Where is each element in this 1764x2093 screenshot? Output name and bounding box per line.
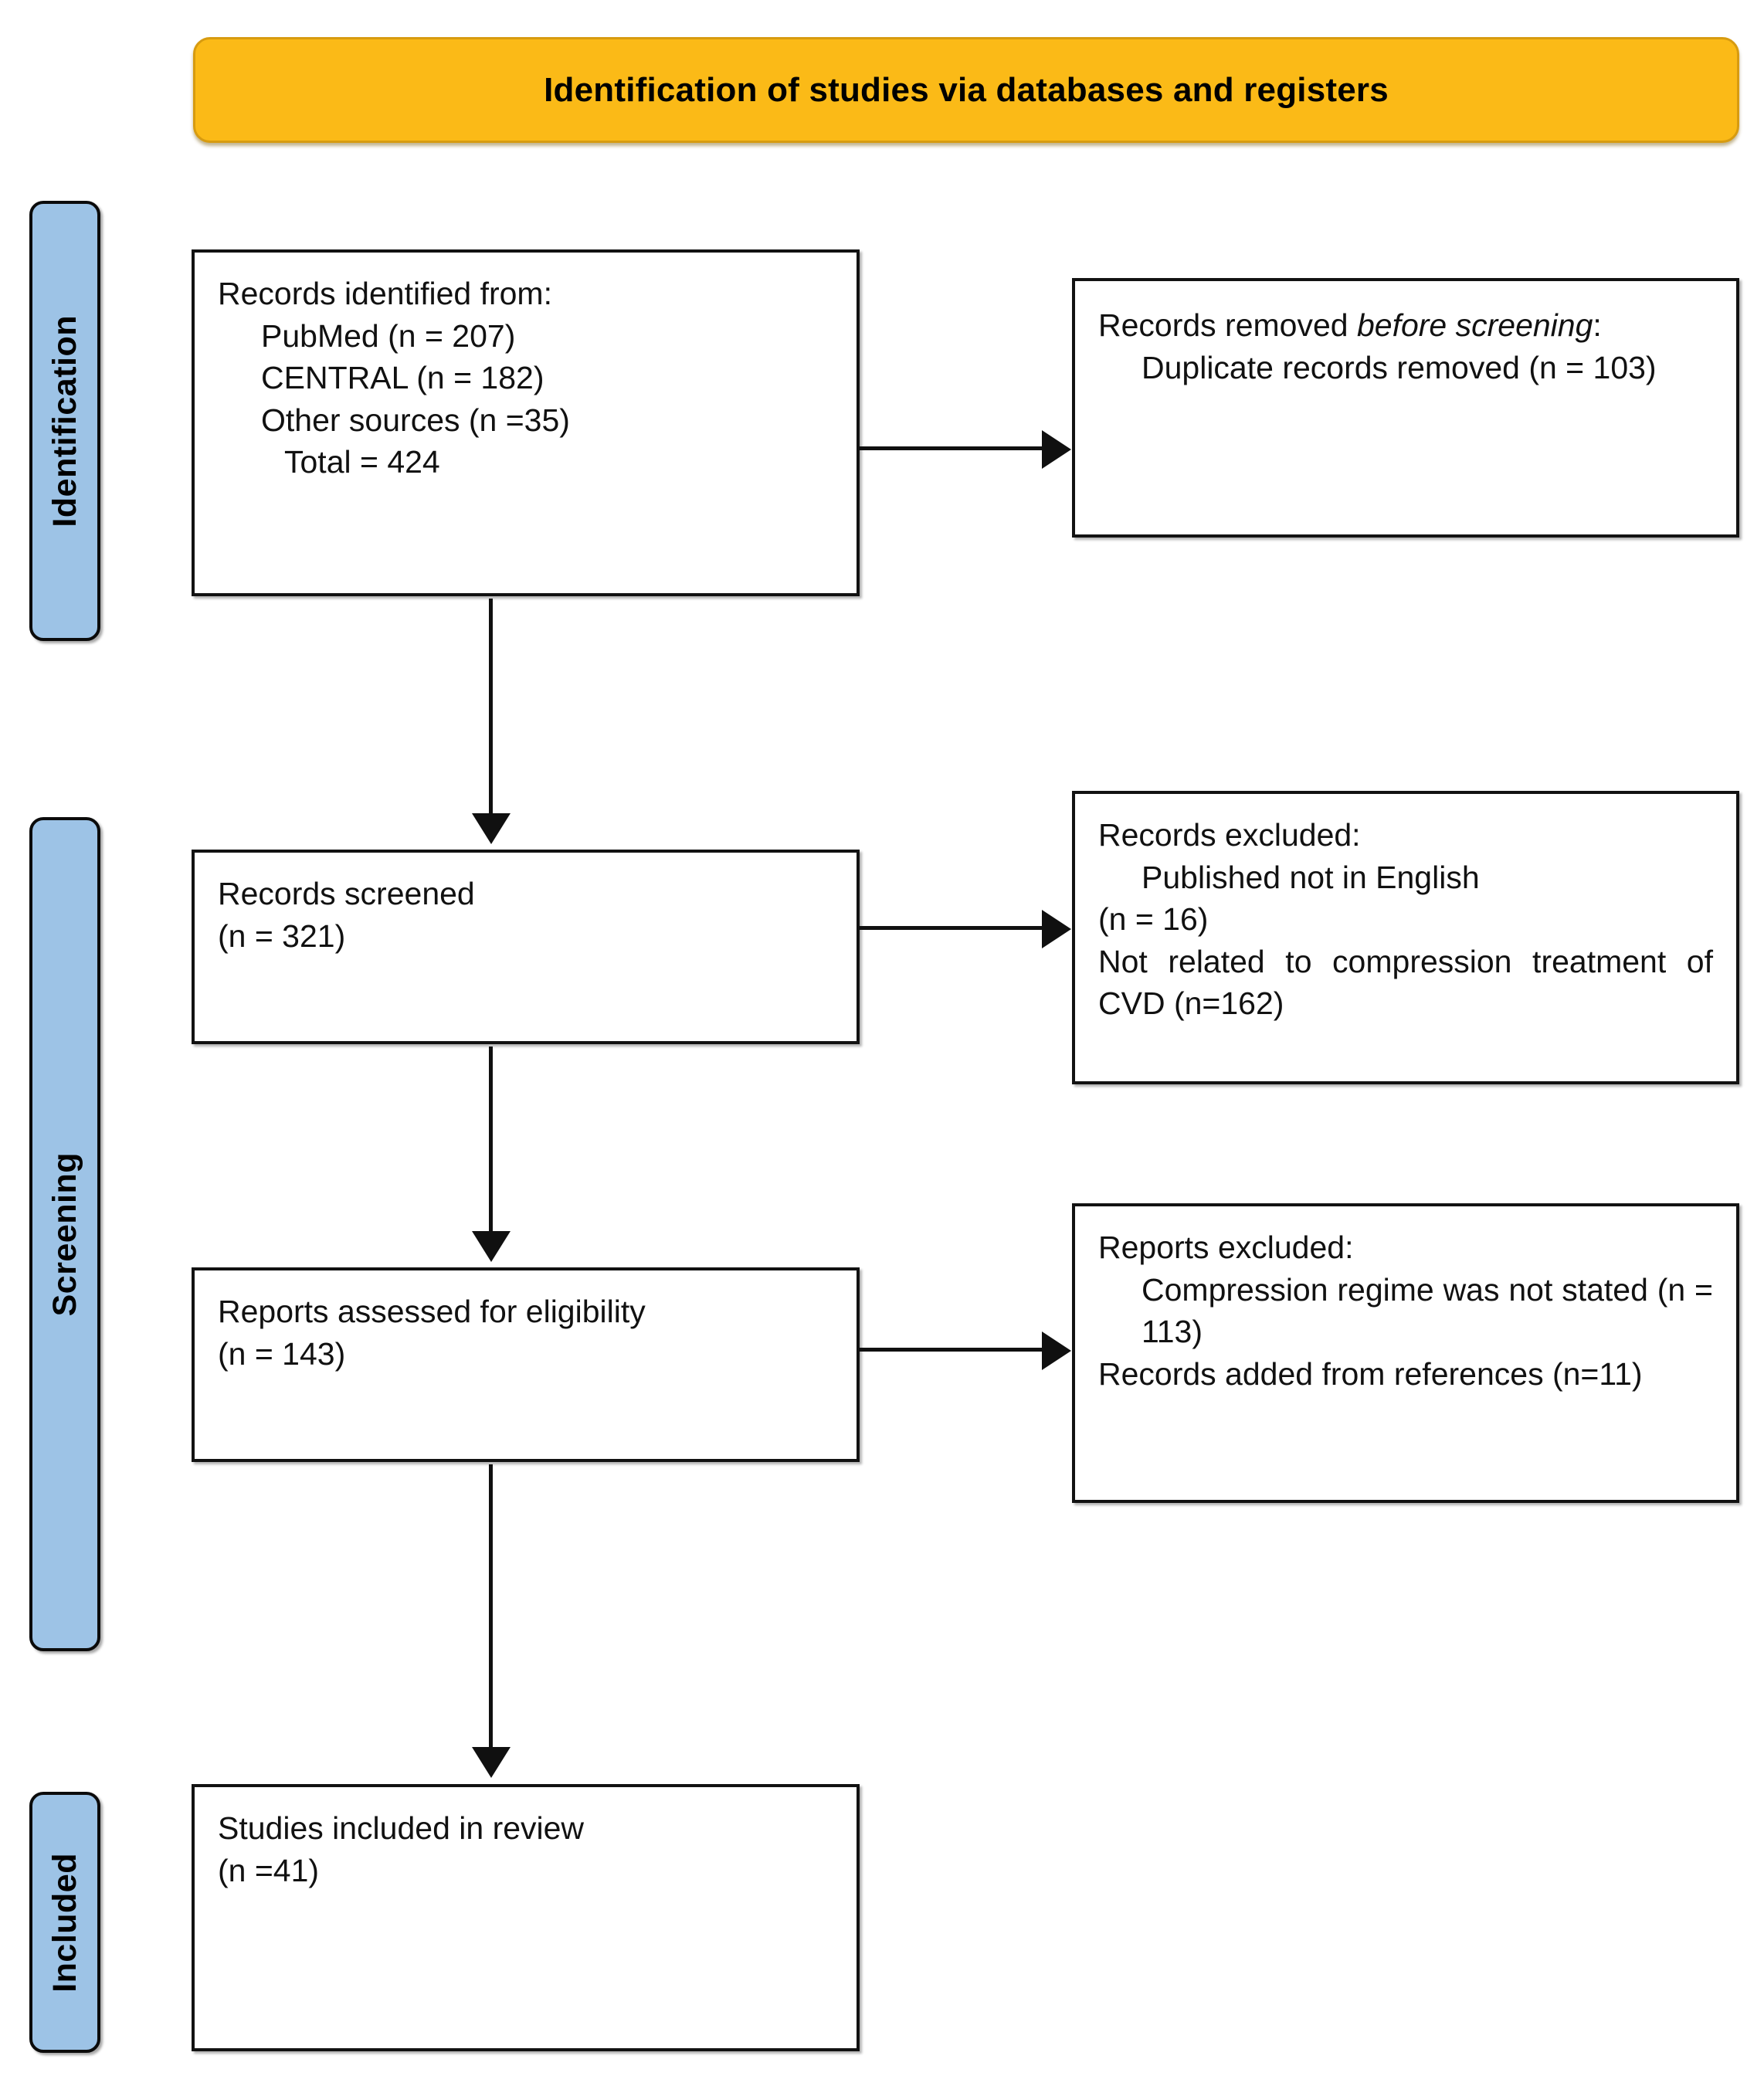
diagram-title: Identification of studies via databases … [544, 70, 1389, 109]
reports-excluded-regime: Compression regime was not stated (n = 1… [1142, 1271, 1713, 1350]
reports-eligibility-title: Reports assessed for eligibility [218, 1294, 646, 1329]
records-identified-other: Other sources (n =35) [261, 402, 570, 438]
reports-eligibility-count: (n = 143) [218, 1335, 346, 1372]
records-identified-central: CENTRAL (n = 182) [261, 360, 544, 396]
records-screened-count: (n = 321) [218, 918, 346, 954]
stage-label-included: Included [29, 1792, 100, 2053]
box-records-screened: Records screened (n = 321) [192, 850, 860, 1044]
records-excluded-english-count: (n = 16) [1098, 901, 1209, 938]
stage-label-screening: Screening [29, 817, 100, 1651]
box-reports-assessed-eligibility: Reports assessed for eligibility (n = 14… [192, 1267, 860, 1462]
reports-excluded-title: Reports excluded: [1098, 1230, 1354, 1265]
reports-excluded-added: Records added from references (n=11) [1098, 1355, 1643, 1392]
stage-label-identification-text: Identification [46, 314, 83, 527]
studies-included-title: Studies included in review [218, 1810, 585, 1846]
studies-included-count: (n =41) [218, 1852, 320, 1888]
box-reports-excluded: Reports excluded: Compression regime was… [1072, 1203, 1739, 1503]
records-excluded-english: Published not in English [1142, 859, 1480, 895]
box-studies-included: Studies included in review (n =41) [192, 1784, 860, 2051]
records-identified-title: Records identified from: [218, 276, 552, 311]
records-excluded-notrelated: Not related to compression treatment of … [1098, 943, 1713, 1022]
diagram-header-banner: Identification of studies via databases … [193, 37, 1739, 143]
box-records-removed-before-screening: Records removed before screening: Duplic… [1072, 278, 1739, 538]
records-identified-pubmed: PubMed (n = 207) [261, 317, 516, 354]
records-excluded-title: Records excluded: [1098, 817, 1361, 853]
stage-label-identification: Identification [29, 201, 100, 641]
records-removed-title-italic: before screening [1356, 307, 1593, 343]
records-removed-duplicates: Duplicate records removed (n = 103) [1142, 349, 1657, 385]
records-identified-total: Total = 424 [284, 444, 440, 480]
records-removed-title-colon: : [1593, 307, 1602, 343]
box-records-identified: Records identified from: PubMed (n = 207… [192, 249, 860, 596]
stage-label-included-text: Included [46, 1852, 83, 1993]
records-screened-title: Records screened [218, 876, 475, 911]
records-removed-title-plain: Records removed [1098, 307, 1357, 343]
stage-label-screening-text: Screening [46, 1152, 83, 1317]
records-removed-title: Records removed before screening: [1098, 304, 1713, 347]
box-records-excluded: Records excluded: Published not in Engli… [1072, 791, 1739, 1084]
